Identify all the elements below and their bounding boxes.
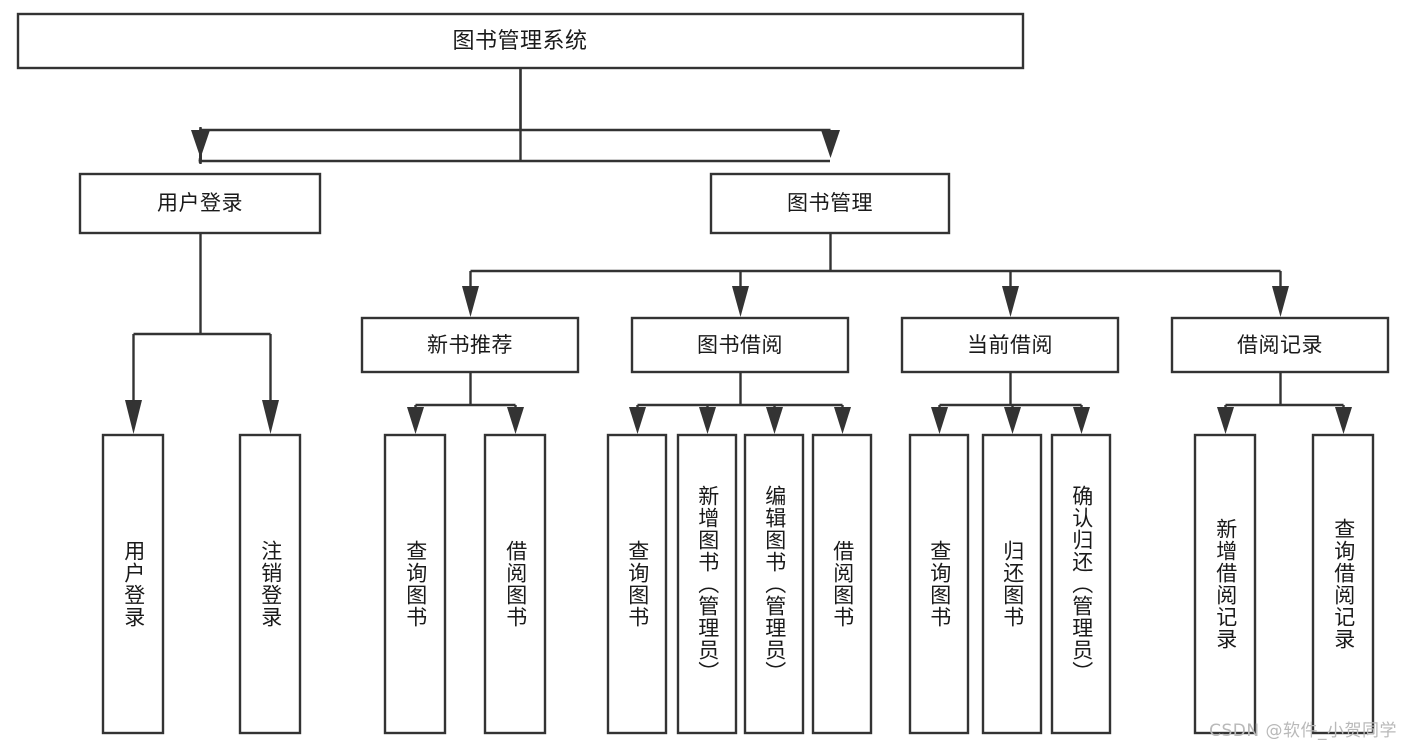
arrow-to-leaf-return-book [1004,407,1021,434]
node-book-manage-label: 图书管理 [787,191,873,215]
node-root[interactable]: 图书管理系统 [16,12,1025,70]
arrow-to-leaf-user-login [125,400,142,434]
node-root-label: 图书管理系统 [452,29,587,54]
node-book-manage[interactable]: 图书管理 [709,172,951,235]
node-new-book-recommend[interactable]: 新书推荐 [360,316,580,374]
arrow-to-borrow-record [1272,286,1289,317]
arrow-to-leaf-query-record [1335,407,1352,434]
leaf-box-query-record[interactable] [1311,433,1375,735]
leaf-box-logout[interactable] [238,433,302,735]
leaf-box-add-record[interactable] [1193,433,1257,735]
leaf-box-query-book-b[interactable] [606,433,668,735]
arrow-to-leaf-edit-book [766,407,783,434]
leaf-box-add-book[interactable] [676,433,738,735]
leaf-box-edit-book[interactable] [743,433,805,735]
arrow-to-leaf-query-book-b [629,407,646,434]
node-book-borrow-label: 图书借阅 [697,333,783,357]
leaf-box-return-book[interactable] [981,433,1043,735]
arrow-to-user-login [191,130,210,158]
leaf-boxes [101,433,1375,735]
leaf-box-confirm-return[interactable] [1050,433,1112,735]
leaf-box-user-login[interactable] [101,433,165,735]
node-current-borrow-label: 当前借阅 [967,333,1053,357]
node-current-borrow[interactable]: 当前借阅 [900,316,1120,374]
connector-root-to-level2 [198,68,830,164]
leaf-box-borrow-book-a[interactable] [483,433,547,735]
arrow-to-leaf-add-book [699,407,716,434]
node-new-book-recommend-label: 新书推荐 [427,333,513,357]
arrow-to-new-book-recommend [462,286,479,317]
arrow-to-leaf-confirm-return [1073,407,1090,434]
arrow-to-leaf-query-book-c [931,407,948,434]
arrow-to-leaf-add-record [1217,407,1234,434]
connectors [125,68,1352,434]
node-borrow-record-label: 借阅记录 [1237,333,1323,357]
leaf-box-borrow-book-b[interactable] [811,433,873,735]
node-borrow-record[interactable]: 借阅记录 [1170,316,1390,374]
node-book-borrow[interactable]: 图书借阅 [630,316,850,374]
arrow-to-leaf-query-book-a [407,407,424,434]
arrow-to-book-borrow [732,286,749,317]
leaf-box-query-book-a[interactable] [383,433,447,735]
arrow-to-book-manage [821,130,840,158]
leaf-box-query-book-c[interactable] [908,433,970,735]
arrow-to-leaf-borrow-book-b [834,407,851,434]
arrow-to-leaf-logout [262,400,279,434]
node-user-login-label: 用户登录 [157,191,243,215]
arrow-to-current-borrow [1002,286,1019,317]
watermark: CSDN @软件_小贺同学 [1209,721,1397,741]
arrow-to-leaf-borrow-book-a [507,407,524,434]
node-user-login[interactable]: 用户登录 [78,172,322,235]
